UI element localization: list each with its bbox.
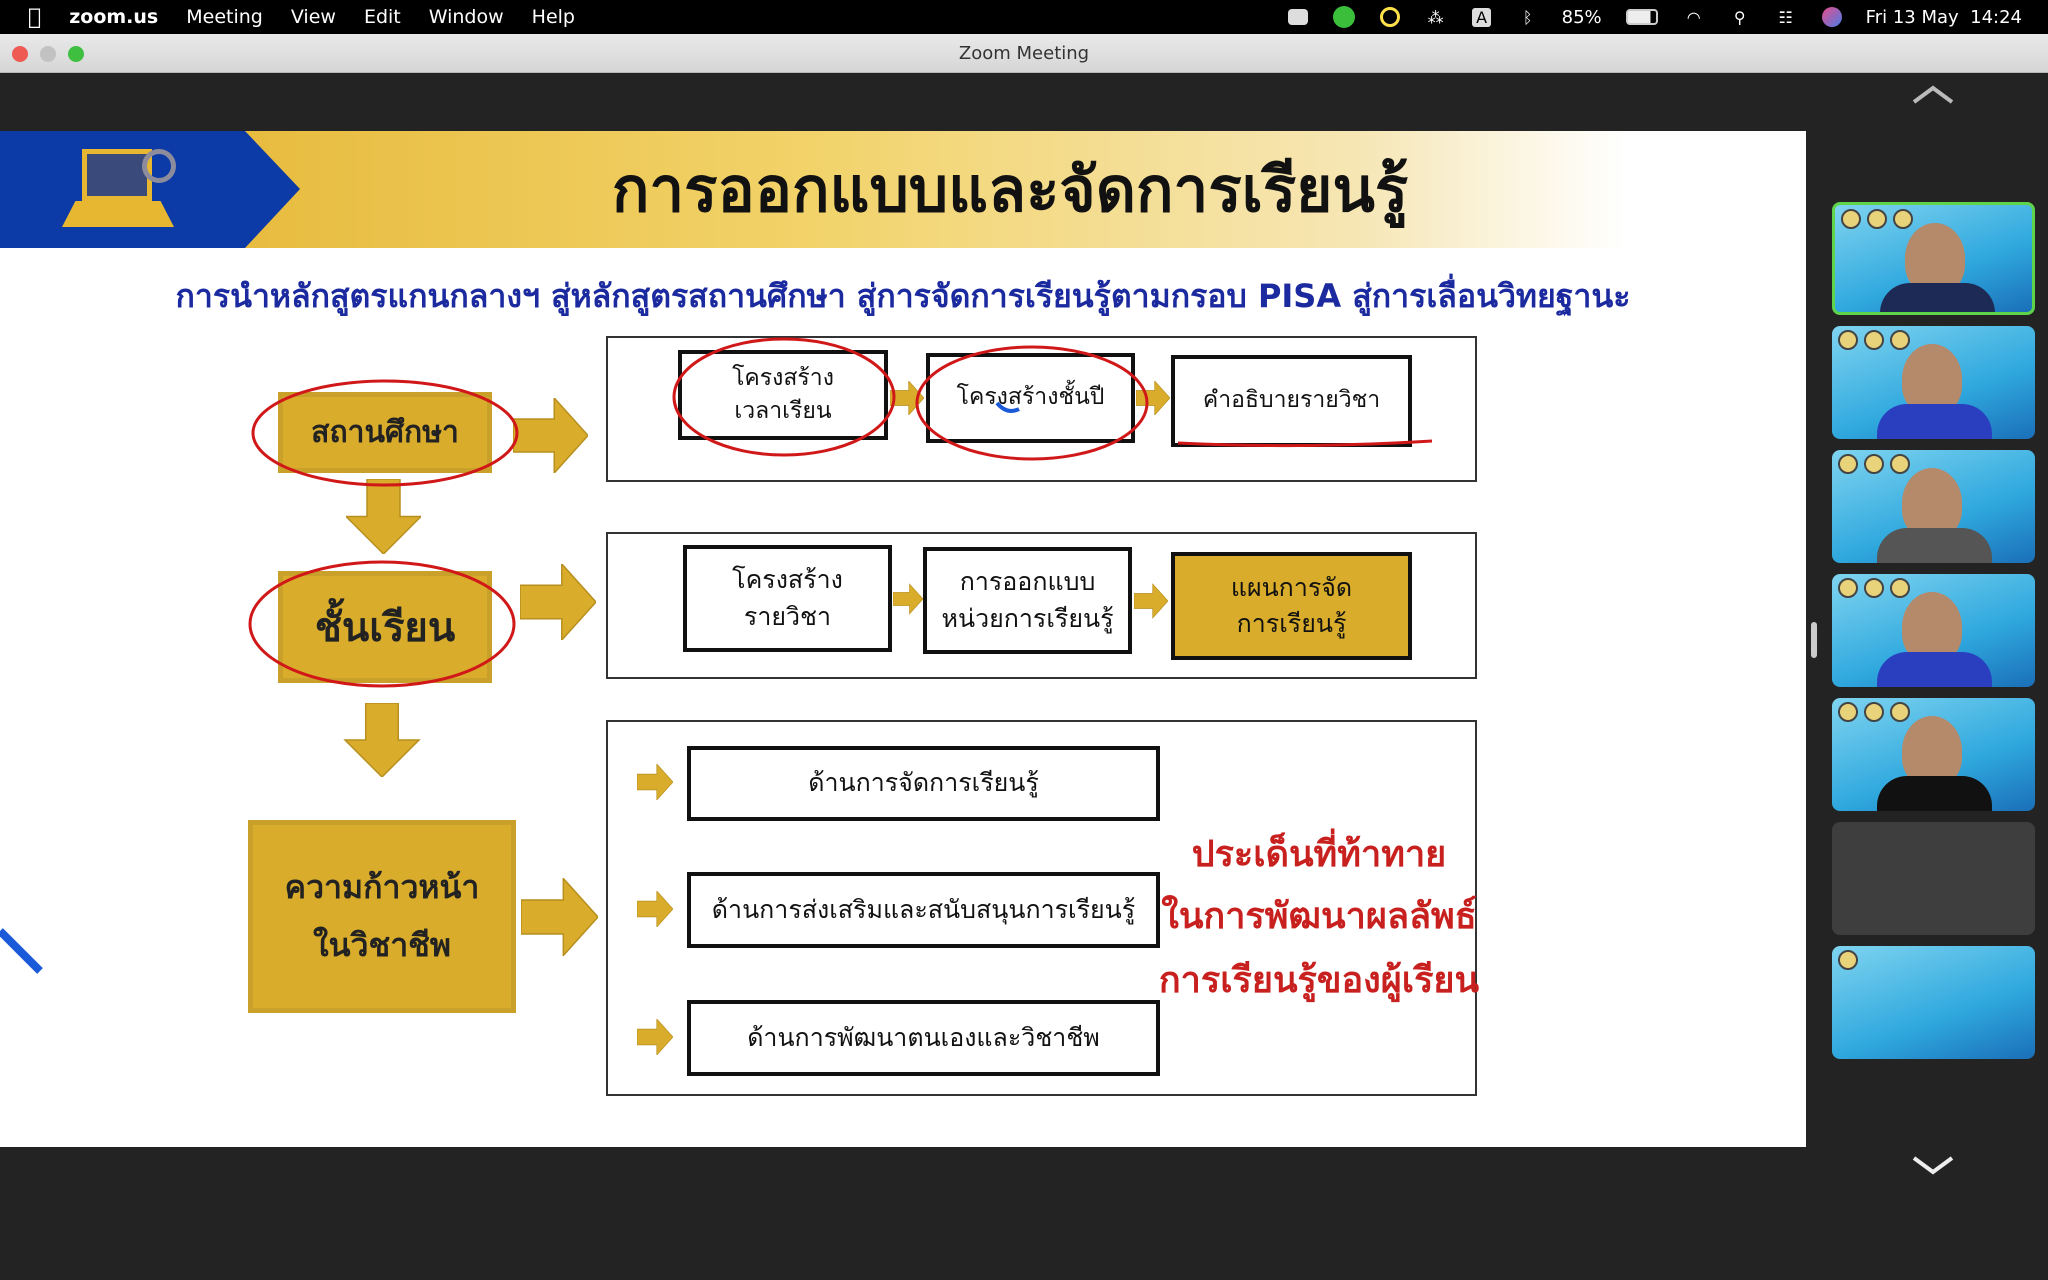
row2-box-2: การออกแบบ หน่วยการเรียนรู้ (923, 547, 1132, 654)
minimize-window-button[interactable] (40, 46, 56, 62)
challenge-line-3: การเรียนรู้ของผู้เรียน (1158, 960, 1480, 1001)
slide-header-logo-area (0, 131, 300, 248)
annotation-marks (248, 337, 1433, 688)
line-icon[interactable] (1332, 6, 1356, 28)
menu-window[interactable]: Window (415, 6, 504, 28)
participant-video-4[interactable] (1832, 574, 2035, 687)
input-a-icon[interactable]: A (1470, 7, 1494, 27)
input-label: A (1472, 7, 1492, 27)
arrow-down-icon (346, 479, 421, 554)
arrow-right-icon (521, 878, 598, 956)
scroll-down-chevron-icon[interactable] (1910, 1150, 1956, 1180)
arrow-right-icon (513, 398, 588, 473)
row2-box-3: แผนการจัด การเรียนรู้ (1171, 552, 1412, 660)
window-title-bar: Zoom Meeting (0, 34, 2048, 73)
participant-video-1[interactable] (1832, 202, 2035, 315)
menu-edit[interactable]: Edit (350, 6, 401, 28)
brightness-icon[interactable]: ⁂ (1427, 7, 1444, 27)
battery-percent: 85% (1561, 6, 1602, 28)
slide-header-band (0, 131, 1806, 248)
menu-app[interactable]: zoom.us (56, 6, 158, 28)
arrow-right-icon (1134, 583, 1168, 619)
level-classroom: ชั้นเรียน (278, 571, 492, 683)
siri-icon[interactable] (1820, 7, 1844, 27)
search-icon[interactable]: ⚲ (1733, 7, 1746, 27)
arrow-right-icon (893, 583, 923, 615)
row1-box-3: คำอธิบายรายวิชา (1171, 355, 1412, 447)
row3-box-3: ด้านการพัฒนาตนเองและวิชาชีพ (687, 1000, 1160, 1076)
control-center-icon[interactable]: ☷ (1778, 7, 1793, 27)
arrow-right-icon (520, 564, 596, 640)
level-school: สถานศึกษา (278, 392, 492, 473)
pen-mark (995, 401, 1020, 413)
menu-view[interactable]: View (277, 6, 336, 28)
level-career: ความก้าวหน้าในวิชาชีพ (248, 820, 516, 1013)
slide-title: การออกแบบและจัดการเรียนรู้ (611, 153, 1409, 226)
arrow-right-icon (637, 1019, 673, 1055)
close-window-button[interactable] (12, 46, 28, 62)
wifi-icon[interactable]: ◠ (1686, 7, 1701, 27)
menu-bar:  zoom.us Meeting View Edit Window Help … (0, 0, 2048, 34)
participant-video-7[interactable] (1832, 946, 2035, 1059)
row3-box-2: ด้านการส่งเสริมและสนับสนุนการเรียนรู้ (687, 872, 1160, 948)
arrow-down-icon (344, 703, 420, 777)
participant-video-2[interactable] (1832, 326, 2035, 439)
battery-icon[interactable] (1624, 7, 1660, 27)
menu-meeting[interactable]: Meeting (173, 6, 263, 28)
speed-icon[interactable] (1378, 7, 1402, 27)
row2-box-1: โครงสร้าง รายวิชา (683, 545, 892, 652)
row1-box-2: โครงสร้างชั้นปี (926, 353, 1135, 443)
window-title: Zoom Meeting (958, 43, 1090, 64)
zoom-window-button[interactable] (68, 46, 84, 62)
challenge-line-1: ประเด็นที่ท้าทาย (1191, 834, 1447, 875)
participant-video-6-off[interactable] (1832, 822, 2035, 935)
slide-graphics (0, 337, 1433, 1055)
slide-subtitle: การนำหลักสูตรแกนกลางฯ สู่หลักสูตรสถานศึก… (175, 277, 1631, 315)
clock: Fri 13 May 14:24 (1865, 6, 2022, 28)
scroll-up-chevron-icon[interactable] (1910, 80, 1956, 110)
participant-video-3[interactable] (1832, 450, 2035, 563)
participant-video-5[interactable] (1832, 698, 2035, 811)
bluetooth-icon[interactable]: ᛒ (1522, 7, 1533, 27)
zoom-video-icon[interactable] (1286, 7, 1310, 27)
menu-help[interactable]: Help (518, 6, 575, 28)
arrow-right-icon (637, 764, 673, 800)
challenge-line-2: ในการพัฒนาผลลัพธ์ (1161, 896, 1477, 937)
apple-icon[interactable]:  (28, 5, 41, 30)
laptop-icon (62, 149, 176, 229)
shared-slide: การออกแบบและจัดการเรียนรู้ การนำหลักสูตร… (0, 131, 1806, 1147)
pen-mark (0, 928, 43, 974)
arrow-right-icon (637, 891, 673, 927)
row1-box-1: โครงสร้าง เวลาเรียน (678, 350, 888, 440)
panel-resize-handle[interactable] (1811, 622, 1817, 658)
row3-box-1: ด้านการจัดการเรียนรู้ (687, 746, 1160, 821)
